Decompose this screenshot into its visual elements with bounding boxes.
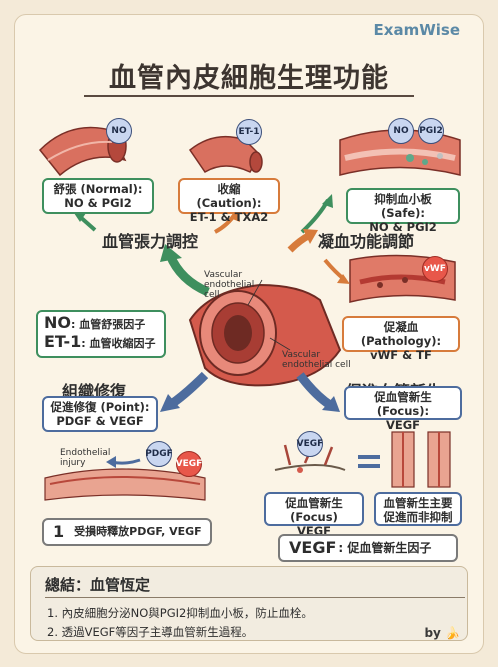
constrict-value: ET-1 & TXA2 [189,210,269,224]
legend-et-key: ET-1 [44,332,82,351]
constricted-vessel-illustration [188,135,263,174]
procoag-box: 促凝血 (Pathology): vWF & TF [342,316,460,362]
brand-logo: ExamWise [373,21,460,39]
vessel-cell-label-2: Vascular endothelial cell [282,350,351,370]
vegf-molecule-icon: VEGF [176,451,202,477]
vegf-key-box: VEGF : 促血管新生因子 [278,534,458,562]
procoag-value: vWF & TF [370,348,432,362]
repair-title: 促進修復 (Point): [50,400,150,414]
legend-et-text: : 血管收縮因子 [81,337,156,350]
dilate-title: 舒張 (Normal): [53,182,143,196]
central-vessel-illustration [188,279,342,387]
byline: by 🍌 [424,626,460,640]
angio-main-line1: 血管新生主要 [383,496,453,510]
summary-line-2: 2. 透過VEGF等因子主導血管新生過程。 [47,625,254,639]
repair-value: PDGF & VEGF [56,414,144,428]
constrict-box: 收縮 (Caution): ET-1 & TXA2 [178,178,280,224]
legend-no-key: NO [44,313,71,332]
angio-focus-title: 促血管新生 (Focus): [374,390,432,418]
angio-focus2-title: 促血管新生 (Focus) [285,496,343,524]
injury-label-line2: injury [60,458,86,468]
procoag-title: 促凝血 (Pathology): [360,320,442,348]
step-number: 1 [53,522,65,541]
legend-no-row: NO: 血管舒張因子 [44,313,158,332]
injury-label-line1: Endothelial [60,448,111,458]
repair-box: 促進修復 (Point): PDGF & VEGF [42,396,158,432]
legend-box: NO: 血管舒張因子 ET-1: 血管收縮因子 [36,310,166,358]
page-title: 血管內皮細胞生理功能 [109,63,389,94]
vessel-cell-label-1-line2: endothelial [204,280,255,290]
no-molecule-icon: NO [106,118,132,144]
antiplatelet-value: NO & PGI2 [369,220,437,234]
legend-et-row: ET-1: 血管收縮因子 [44,332,158,351]
et1-molecule-icon: ET-1 [236,119,262,145]
vessel-cell-label-2-line1: Vascular [282,350,321,360]
pdgf-molecule-icon: PDGF [145,441,173,467]
vessel-cell-label-1: Vascular endothelial cell [204,270,254,300]
antiplatelet-title: 抑制血小板 (Safe): [374,192,432,220]
constrict-title: 收縮 (Caution): [196,182,262,210]
vessel-cell-label-1-line3: cell [204,290,220,300]
pgi2-molecule-icon: PGI2 [418,118,444,144]
summary-line-1: 1. 內皮細胞分泌NO與PGI2抑制血小板，防止血栓。 [47,606,313,620]
vessel-pair-illustration [391,431,451,488]
angio-focus-value: VEGF [385,418,421,432]
vegf-molecule-icon-2: VEGF [297,431,323,457]
dilate-box: 舒張 (Normal): NO & PGI2 [42,178,154,214]
vwf-molecule-icon: vWF [422,256,448,282]
summary-box: 總結：血管恆定 1. 內皮細胞分泌NO與PGI2抑制血小板，防止血栓。 2. 透… [30,566,468,641]
repair-tissue-illustration [44,468,206,501]
angio-focus-box-2: 促血管新生 (Focus) VEGF [264,492,364,538]
heading-coag: 凝血功能調節 [318,232,415,251]
summary-title: 總結：血管恆定 [45,576,151,594]
vessel-cell-label-1-line1: Vascular [204,270,243,280]
title-underline [84,95,414,97]
antiplatelet-box: 抑制血小板 (Safe): NO & PGI2 [346,188,460,234]
heading-tone: 血管張力調控 [102,232,199,251]
dilate-value: NO & PGI2 [64,196,132,210]
angio-main-box: 血管新生主要 促進而非抑制 [374,492,462,526]
step-box: 1 受損時釋放PDGF, VEGF [42,518,212,546]
legend-no-text: : 血管舒張因子 [71,318,146,331]
vessel-cell-label-2-line2: endothelial cell [282,360,351,370]
summary-divider [45,597,465,598]
angio-focus-box: 促血管新生 (Focus): VEGF [344,386,462,432]
angio-main-line2: 促進而非抑制 [383,510,453,524]
vegf-key-text: : 促血管新生因子 [338,541,432,555]
injury-label: Endothelial injury [60,448,110,468]
vegf-key: VEGF [289,538,337,557]
step-text: 受損時釋放PDGF, VEGF [74,525,202,538]
no-molecule-icon-2: NO [388,118,414,144]
